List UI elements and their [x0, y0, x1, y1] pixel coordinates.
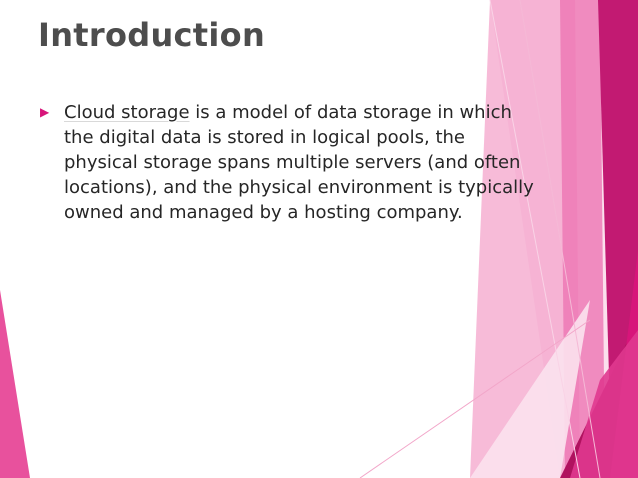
- cloud-storage-term: Cloud storage: [64, 102, 190, 123]
- bullet-line-4: locations), and the physical environment…: [64, 177, 534, 198]
- slide-body: ▶ Cloud storage is a model of data stora…: [40, 100, 600, 225]
- facet-line-3: [359, 319, 591, 478]
- facet-left-sliver: [0, 290, 30, 478]
- slide-title: Introduction: [38, 16, 266, 54]
- bullet-item: ▶ Cloud storage is a model of data stora…: [40, 100, 600, 225]
- bullet-line-1-text: is a model of data storage in which: [189, 102, 512, 123]
- bullet-line-3: physical storage spans multiple servers …: [64, 152, 521, 173]
- facet-line-2: [519, 0, 601, 478]
- triangle-right-icon: ▶: [40, 105, 50, 119]
- facet-line-1: [489, 0, 581, 478]
- bullet-line-1: Cloud storage is a model of data storage…: [64, 100, 600, 125]
- facet-bright-band: [570, 330, 638, 478]
- bullet-line-2: the digital data is stored in logical po…: [64, 127, 466, 148]
- facet-pale-lower: [470, 300, 590, 478]
- bullet-line-5: owned and managed by a hosting company.: [64, 202, 463, 223]
